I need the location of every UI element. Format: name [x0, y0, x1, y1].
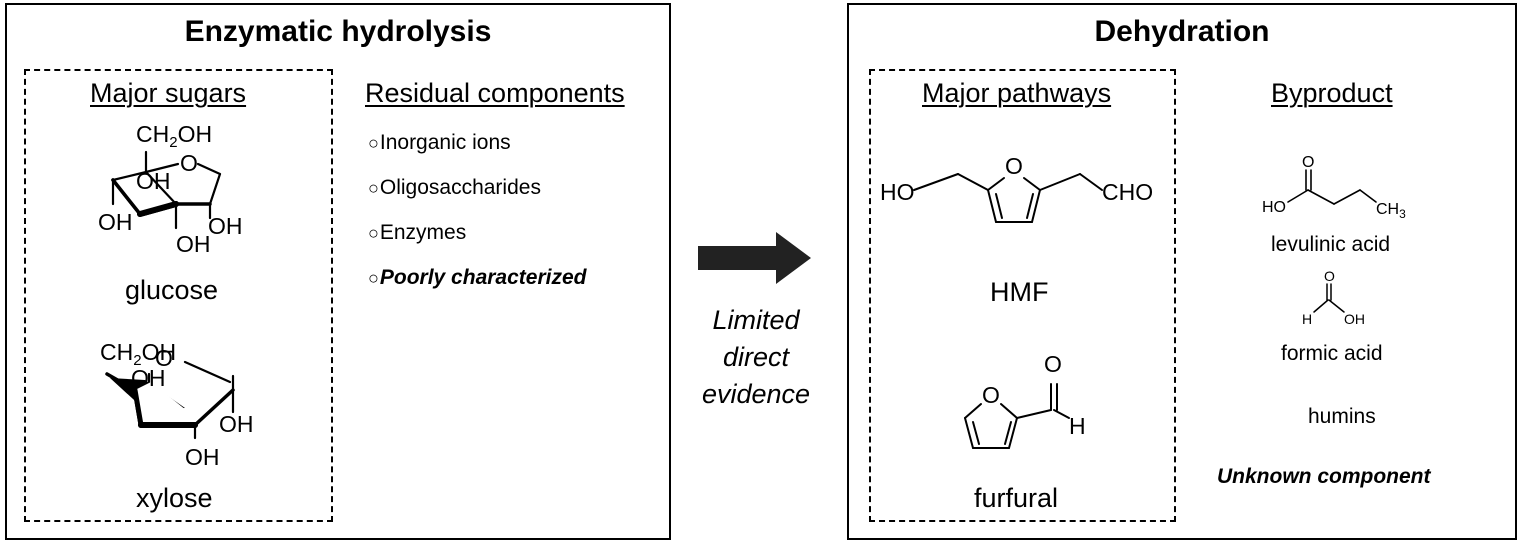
- panel-title-hydrolysis: Enzymatic hydrolysis: [184, 15, 492, 48]
- hmf-ring-o-label: O: [1005, 153, 1023, 179]
- formic-acid-label: formic acid: [1281, 342, 1383, 365]
- hmf-label: HMF: [990, 277, 1049, 307]
- furfural-carbonyl-o-label: O: [1044, 351, 1062, 377]
- right-arrow-icon: [698, 232, 811, 284]
- hmf-cho-label: CHO: [1102, 179, 1153, 205]
- list-item: ○Oligosaccharides: [368, 176, 541, 199]
- bullet-icon: ○: [368, 178, 379, 198]
- dehydration-panel: Dehydration: [847, 3, 1517, 540]
- glucose-oh-label: OH: [136, 168, 171, 194]
- levulinic-acid-label: levulinic acid: [1271, 233, 1391, 256]
- glucose-oh-label: OH: [176, 231, 211, 257]
- glucose-oh-label: OH: [208, 213, 243, 239]
- list-item: ○Poorly characterized: [368, 266, 587, 289]
- xylose-oh-label: OH: [219, 411, 254, 437]
- furfural-structure: O O H: [964, 351, 1086, 449]
- major-pathways-box: [869, 69, 1176, 522]
- xylose-oh-label: OH: [131, 365, 166, 391]
- xylose-ring-o-label: O: [155, 345, 173, 371]
- furfural-ring-o-label: O: [982, 382, 1000, 408]
- residual-components-heading: Residual components: [365, 78, 625, 108]
- major-pathways-heading: Major pathways: [922, 78, 1112, 108]
- list-item: ○Inorganic ions: [368, 131, 511, 154]
- major-sugars-box: [24, 69, 333, 522]
- furfural-h-label: H: [1069, 413, 1086, 439]
- unknown-component-label: Unknown component: [1217, 465, 1431, 488]
- formic-oh-label: OH: [1344, 311, 1365, 327]
- residual-components-list: ○Inorganic ions ○Oligosaccharides ○Enzym…: [368, 128, 586, 308]
- panel-title-dehydration: Dehydration: [1094, 15, 1270, 48]
- bullet-icon: ○: [368, 133, 379, 153]
- glucose-ch2oh-label: CH2OH: [136, 121, 212, 151]
- levulinic-ho-label: HO: [1262, 199, 1286, 216]
- major-sugars-heading: Major sugars: [90, 78, 247, 108]
- levulinic-ch3-label: CH3: [1376, 201, 1406, 221]
- hmf-ho-label: HO: [880, 179, 915, 205]
- xylose-oh-label: OH: [185, 444, 220, 470]
- formic-h-label: H: [1302, 311, 1312, 327]
- glucose-oh-label: OH: [98, 209, 133, 235]
- xylose-label: xylose: [136, 483, 213, 513]
- glucose-structure: CH2OH O OH OH OH OH: [98, 121, 243, 257]
- hmf-structure: HO O CHO: [880, 153, 1153, 223]
- levulinic-o-label: O: [1302, 154, 1314, 171]
- furfural-label: furfural: [974, 483, 1059, 513]
- byproduct-heading: Byproduct: [1271, 78, 1393, 108]
- glucose-ring-o-label: O: [180, 150, 198, 176]
- xylose-structure: CH2OH O OH OH OH: [100, 339, 254, 470]
- bullet-icon: ○: [368, 268, 379, 288]
- enzymatic-hydrolysis-panel: Enzymatic hydrolysis: [5, 3, 671, 540]
- formic-o-label: O: [1324, 268, 1335, 284]
- arrow-caption: Limited direct evidence: [701, 305, 811, 409]
- list-item: ○Enzymes: [368, 221, 467, 244]
- bullet-icon: ○: [368, 223, 379, 243]
- glucose-label: glucose: [125, 275, 219, 305]
- humins-label: humins: [1308, 405, 1376, 428]
- levulinic-acid-structure: O HO CH3: [1262, 154, 1406, 221]
- formic-acid-structure: O H OH: [1302, 268, 1365, 327]
